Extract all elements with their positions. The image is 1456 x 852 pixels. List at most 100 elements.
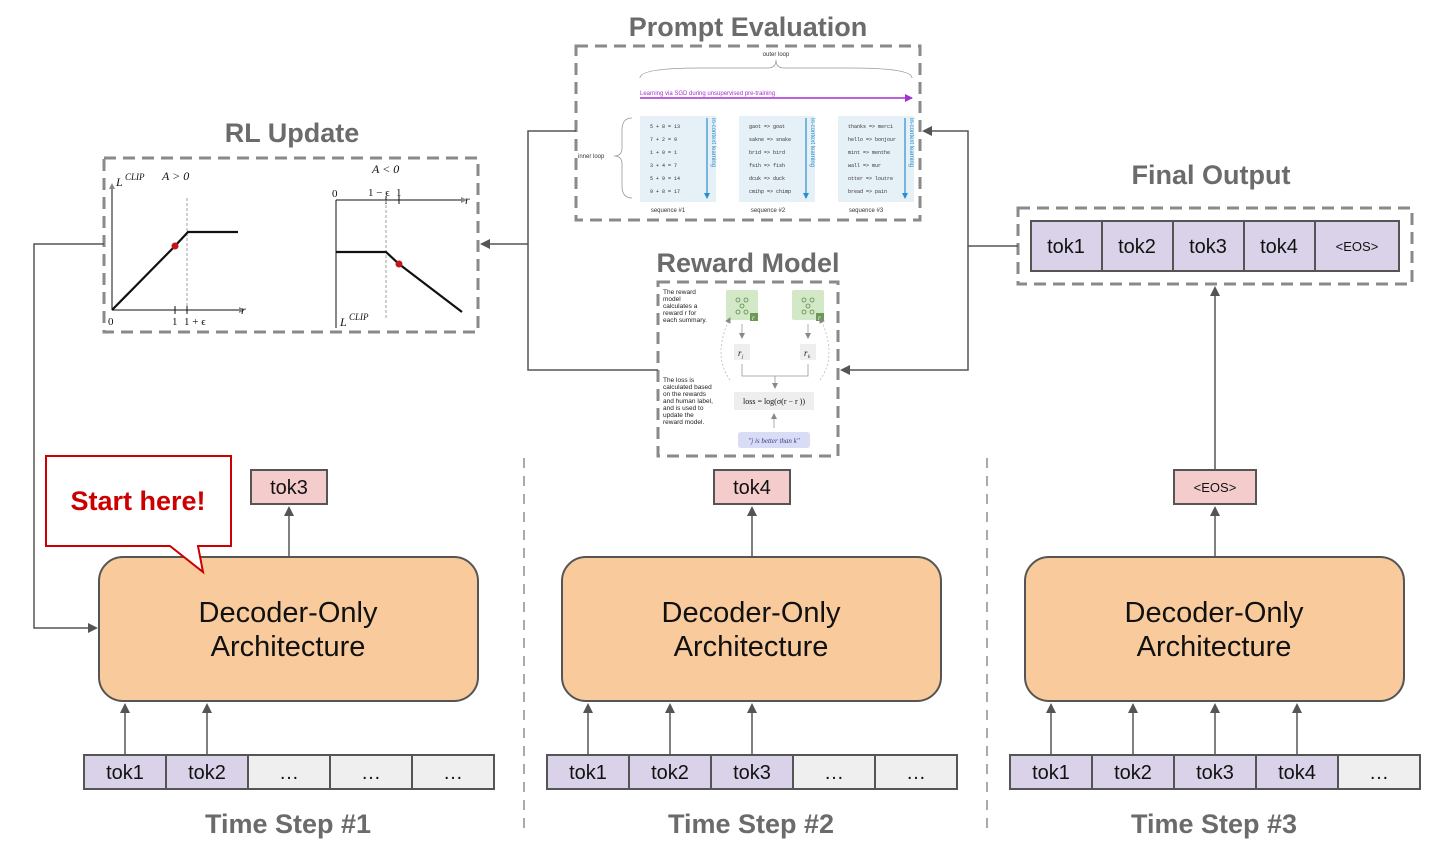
left-clip-point — [171, 242, 179, 250]
rj-label: r — [738, 348, 742, 358]
final-token-cell-1 — [1030, 220, 1103, 272]
reward-model-icon-k: r — [792, 290, 824, 322]
input-token-cell — [874, 754, 958, 790]
left-y-label: L — [115, 175, 123, 189]
input-token-cell — [165, 754, 249, 790]
seq1-line-2: 7 + 2 = 9 — [650, 137, 677, 143]
decoder-label-line1: Decoder-Only — [199, 597, 378, 629]
final-output-title: Final Output — [1132, 160, 1291, 190]
rm-text1-line-4: reward r for — [663, 310, 697, 317]
rm-text2-line-6: update the — [663, 412, 694, 419]
start-here-text: Start here! — [70, 486, 205, 516]
left-y-sup: CLIP — [125, 172, 145, 182]
rl-update-title: RL Update — [225, 118, 360, 148]
final-token-2: tok2 — [1118, 236, 1156, 258]
seq1-line-3: 1 + 0 = 1 — [650, 150, 677, 156]
seq2-line-3: brid => bird — [749, 150, 785, 156]
sgd-label: Learning via SGD during unsupervised pre… — [640, 91, 775, 97]
right-cond: A < 0 — [371, 162, 399, 176]
seq3-line-4: wall => mur — [848, 163, 881, 169]
input-token: … — [443, 762, 463, 784]
seq1-line-6: 9 + 8 = 17 — [650, 189, 680, 195]
final-token-3: tok3 — [1189, 236, 1227, 258]
seq2-line-6: cmihp => chimp — [749, 189, 791, 195]
seq2-name: sequence #2 — [751, 208, 786, 214]
right-origin: 0 — [332, 188, 338, 200]
outer-loop-brace — [639, 59, 913, 79]
human-label-box — [738, 432, 810, 448]
final-token-cell-3 — [1172, 220, 1245, 272]
input-token: … — [824, 762, 844, 784]
decoder-label-line1: Decoder-Only — [1125, 597, 1304, 629]
output-token: tok3 — [270, 477, 308, 499]
final-token-4: tok4 — [1260, 236, 1298, 258]
seq3-icl-label: in-context learning — [908, 118, 914, 167]
inner-loop-brace — [613, 117, 633, 199]
decoder-label-line2: Architecture — [1137, 631, 1292, 663]
time-step-label: Time Step #3 — [1131, 809, 1297, 839]
input-token: tok1 — [569, 762, 607, 784]
output-token: tok4 — [733, 477, 771, 499]
output-token: <EOS> — [1194, 480, 1237, 495]
rm-text1-line-3: calculates a — [663, 303, 698, 310]
start-here-callout: Start here! — [45, 455, 232, 575]
seq1-line-1: 5 + 8 = 13 — [650, 124, 680, 130]
input-token-cell — [792, 754, 876, 790]
right-clip-curve — [336, 250, 463, 313]
rj-box — [734, 344, 750, 360]
right-x-label: r — [465, 193, 470, 207]
left-tick2: 1 + ϵ — [184, 316, 206, 328]
seq2-line-1: gaot => goat — [749, 124, 785, 130]
input-token: … — [279, 762, 299, 784]
seq3-line-3: mint => menthe — [848, 150, 890, 156]
seq3-name: sequence #3 — [849, 208, 884, 214]
output-token-box — [713, 469, 791, 505]
seq3-line-6: bread => pain — [848, 189, 887, 195]
outer-loop-label: outer loop — [763, 52, 790, 58]
decoder-label-line1: Decoder-Only — [662, 597, 841, 629]
right-y-sup: CLIP — [349, 312, 369, 322]
human-label: "j is better than k" — [748, 437, 799, 445]
right-tick1: 1 − ϵ — [368, 187, 390, 199]
final-output-panel: tok1 tok2 tok3 tok4 <EOS> — [1016, 206, 1414, 286]
decoder-label-line2: Architecture — [211, 631, 366, 663]
badge-j: r — [752, 314, 755, 322]
rj-sub: j — [741, 355, 744, 360]
input-token: … — [361, 762, 381, 784]
input-token-cell — [1337, 754, 1421, 790]
rm-text2-line-7: reward model. — [663, 419, 704, 426]
rm-text1-line-2: model — [663, 296, 681, 303]
decoder-box — [1024, 556, 1405, 702]
seq3-line-5: otter => loutre — [848, 176, 893, 182]
seq1-line-4: 3 + 4 = 7 — [650, 163, 677, 169]
right-tick2: 1 — [396, 187, 402, 199]
input-token: tok4 — [1278, 762, 1316, 784]
seq1-icl-label: in-context learning — [710, 118, 716, 167]
output-token-box — [1173, 469, 1257, 505]
seq2-line-2: sakne => snake — [749, 137, 791, 143]
decoder-label-line2: Architecture — [674, 631, 829, 663]
seq1-name: sequence #1 — [651, 208, 686, 214]
input-token-cell — [710, 754, 794, 790]
seq3-line-1: thanks => merci — [848, 124, 893, 130]
seq3-line-2: hello => bonjour — [848, 137, 896, 143]
loss-formula: loss = log(σ(r − r )) — [743, 397, 805, 406]
clip-plot-positive: L CLIP A > 0 0 1 1 + ϵ r — [108, 169, 246, 328]
seq2-icl-label: in-context learning — [809, 118, 815, 167]
input-token: tok1 — [106, 762, 144, 784]
final-token-cell-5 — [1314, 220, 1400, 272]
decoder-box — [98, 556, 479, 702]
input-token: tok2 — [188, 762, 226, 784]
reward-model-panel: The reward model calculates a reward r f… — [656, 280, 840, 458]
reward-model-title: Reward Model — [656, 248, 839, 278]
output-token-box — [250, 469, 328, 505]
input-token: tok2 — [1114, 762, 1152, 784]
final-token-1: tok1 — [1047, 236, 1085, 258]
clip-plot-negative: A < 0 0 1 − ϵ 1 r L CLIP — [332, 162, 470, 329]
left-origin: 0 — [108, 316, 114, 328]
